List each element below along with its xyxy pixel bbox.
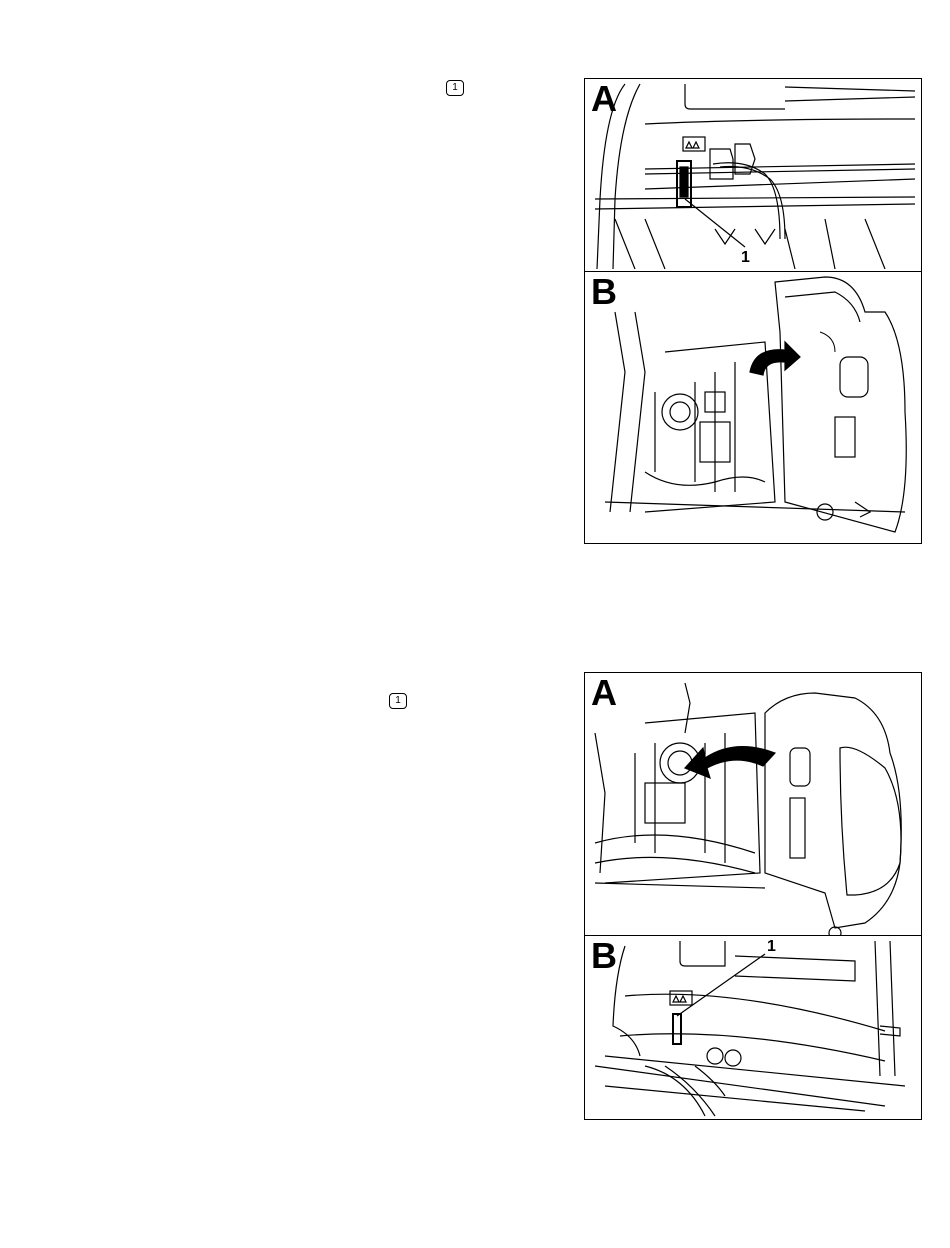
- figure-top-panel-b: B: [585, 272, 921, 543]
- callout-reference-1-bottom: 1: [389, 693, 407, 709]
- cab-side-latch-closed-illustration: [585, 936, 921, 1119]
- figure-top: A 1 B: [584, 78, 922, 544]
- cab-side-latch-illustration: [585, 79, 921, 271]
- label-number-1: 1: [767, 938, 776, 956]
- figure-bottom: A B: [584, 672, 922, 1120]
- panel-letter-b: B: [591, 938, 617, 974]
- panel-letter-a: A: [591, 81, 617, 117]
- figure-top-panel-a: A 1: [585, 79, 921, 271]
- label-number-1: 1: [741, 249, 750, 267]
- figure-bottom-panel-a: A: [585, 673, 921, 935]
- callout-reference-1-top: 1: [446, 80, 464, 96]
- hood-closing-illustration: [585, 673, 921, 935]
- figure-bottom-panel-b: B 1: [585, 936, 921, 1119]
- panel-letter-b: B: [591, 274, 617, 310]
- hood-opening-illustration: [585, 272, 921, 543]
- panel-letter-a: A: [591, 675, 617, 711]
